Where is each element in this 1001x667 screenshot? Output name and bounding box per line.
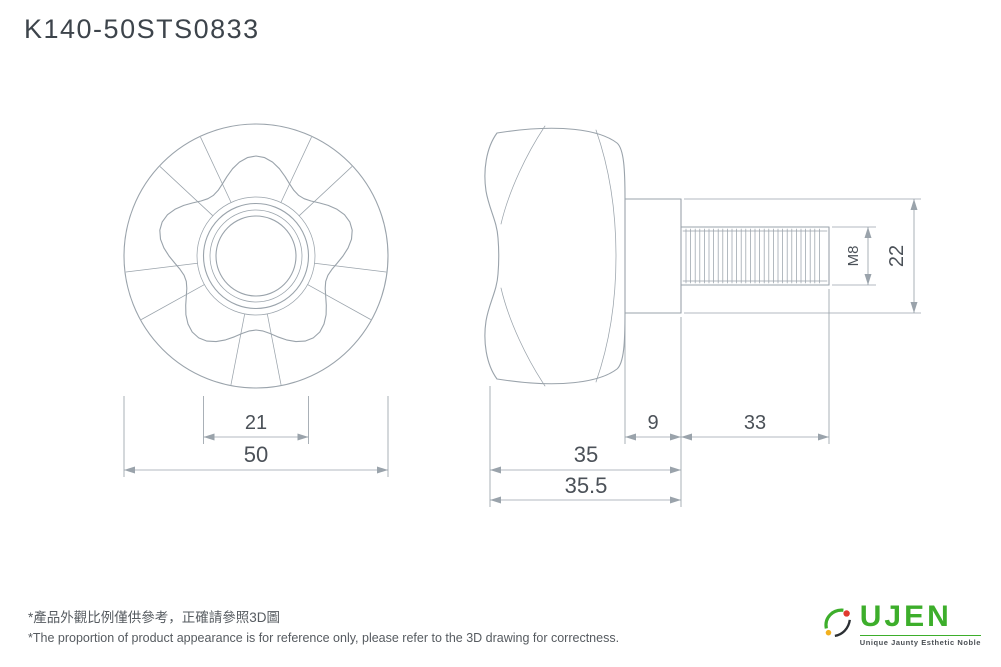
dim-35-5-label: 35.5 bbox=[565, 473, 608, 498]
knob-lobe-curve-bottom bbox=[500, 287, 546, 387]
lobe-radial-lines bbox=[125, 136, 387, 385]
lobe-radial-line bbox=[125, 262, 198, 273]
dim-33-label: 33 bbox=[744, 412, 766, 434]
ujen-logo: UJEN Unique Jaunty Esthetic Noble bbox=[821, 602, 981, 647]
lobe-radial-line bbox=[159, 166, 214, 217]
dim-35-label: 35 bbox=[574, 442, 598, 467]
boss-ring-outer bbox=[196, 196, 316, 316]
knob-head-outline bbox=[484, 127, 626, 385]
lobe-radial-line bbox=[280, 136, 312, 203]
lobe-radial-line bbox=[314, 262, 387, 273]
dimension-labels: 21 50 9 33 35 35.5 M8 22 bbox=[244, 245, 908, 498]
lobe-radial-line bbox=[230, 313, 246, 385]
dim-m8-label: M8 bbox=[845, 246, 862, 267]
outer-diameter-circle bbox=[123, 123, 389, 389]
thread-hatching bbox=[685, 228, 820, 284]
lobe-radial-line bbox=[307, 284, 371, 320]
boss-ring-inner bbox=[209, 209, 303, 303]
footnote-en: *The proportion of product appearance is… bbox=[28, 631, 620, 645]
part-number-title: K140-50STS0833 bbox=[24, 14, 260, 44]
lobe-radial-line bbox=[200, 136, 232, 203]
knob-face-curve bbox=[595, 129, 617, 383]
front-view bbox=[123, 123, 389, 389]
ujen-logo-name: UJEN bbox=[859, 600, 952, 633]
lobe-radial-line bbox=[141, 284, 205, 320]
knob-lobe-curve-top bbox=[500, 125, 546, 225]
side-view bbox=[484, 125, 830, 387]
ujen-logo-icon bbox=[821, 606, 853, 643]
footnotes: *產品外觀比例僅供參考，正確請參照3D圖 *The proportion of … bbox=[28, 606, 619, 645]
lobe-radial-line bbox=[298, 166, 353, 217]
boss-circle bbox=[202, 202, 310, 310]
dim-22-label: 22 bbox=[886, 245, 908, 267]
footnote-zh: *產品外觀比例僅供參考，正確請參照3D圖 bbox=[28, 610, 281, 625]
dimension-lines bbox=[123, 198, 921, 507]
star-lobe-contour bbox=[159, 155, 353, 343]
dim-50-label: 50 bbox=[244, 442, 268, 467]
lobe-radial-line bbox=[266, 313, 282, 385]
dim-9-label: 9 bbox=[647, 412, 658, 434]
dim-21-label: 21 bbox=[245, 412, 267, 434]
center-hole-circle bbox=[215, 215, 297, 297]
ujen-logo-tagline: Unique Jaunty Esthetic Noble bbox=[859, 635, 981, 647]
